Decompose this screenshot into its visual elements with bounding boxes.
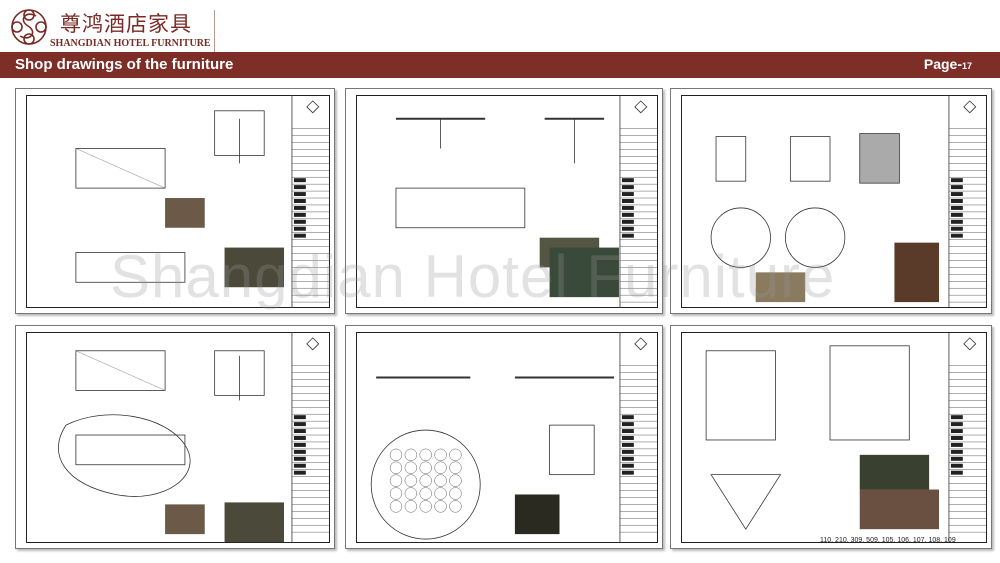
drawing-sheet-1 <box>15 88 335 314</box>
drawing-codes: 110. 210. 309. 509. 105. 106. 107. 108. … <box>820 537 956 544</box>
logo-divider <box>214 10 215 52</box>
sheet-border <box>26 95 330 308</box>
slide-title: Shop drawings of the furniture <box>15 56 234 73</box>
page-indicator: Page-17 <box>924 56 972 72</box>
drawing-sheet-3 <box>670 88 992 314</box>
page-number: 17 <box>961 61 972 71</box>
sheet-border <box>26 332 330 543</box>
technical-drawing <box>57 331 330 544</box>
drawing-sheet-2 <box>345 88 663 314</box>
technical-drawing <box>710 94 987 309</box>
sheet-border <box>681 95 987 308</box>
technical-drawing <box>395 94 658 309</box>
logo-chinese-name: 尊鸿酒店家具 <box>60 12 192 36</box>
technical-drawing <box>370 331 658 544</box>
logo-monogram-icon <box>11 9 47 45</box>
company-logo: 尊鸿酒店家具 SHANGDIAN HOTEL FURNITURE <box>8 4 215 52</box>
drawing-sheet-5 <box>345 325 663 549</box>
drawing-sheet-4 <box>15 325 335 549</box>
technical-drawing <box>75 94 330 309</box>
sheet-border <box>356 95 658 308</box>
page-label: Page- <box>923 56 962 72</box>
sheet-border <box>681 332 987 543</box>
drawing-sheet-6 <box>670 325 992 549</box>
sheet-border <box>356 332 658 543</box>
technical-drawing <box>705 331 987 544</box>
logo-english-name: SHANGDIAN HOTEL FURNITURE <box>50 38 211 49</box>
title-bar: Shop drawings of the furniture Page-17 <box>0 52 1000 78</box>
